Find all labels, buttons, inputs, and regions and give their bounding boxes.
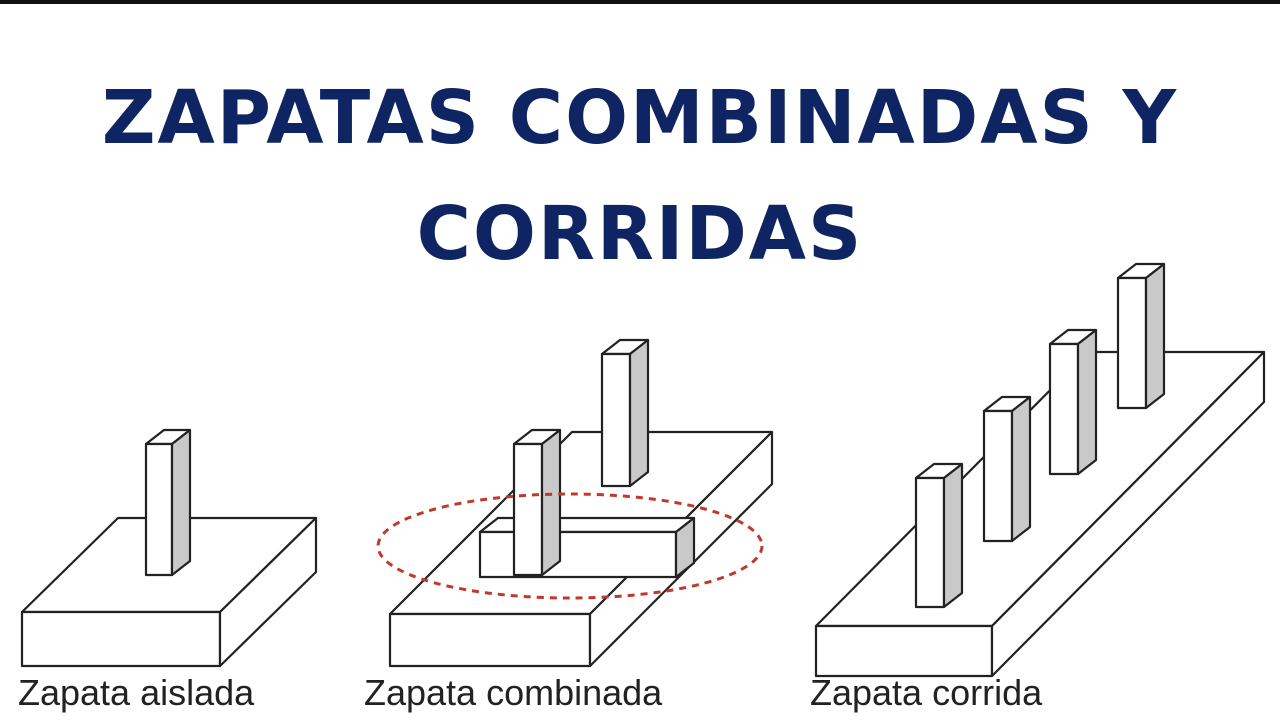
top-border xyxy=(0,0,1280,4)
combined-column-back xyxy=(600,338,650,488)
title-line-1: ZAPATAS COMBINADAS Y xyxy=(101,75,1179,161)
combined-footing xyxy=(376,338,774,668)
isolated-footing xyxy=(20,428,318,668)
page-title: ZAPATAS COMBINADAS Y CORRIDAS xyxy=(0,60,1280,292)
isolated-column xyxy=(144,428,192,577)
strip-slab xyxy=(814,350,1266,678)
title-line-2: CORRIDAS xyxy=(416,191,864,277)
strip-column-3 xyxy=(1048,328,1098,476)
combined-connecting-beam xyxy=(478,516,696,579)
caption-combined: Zapata combinada xyxy=(364,672,663,713)
highlight-ellipse xyxy=(376,492,764,600)
strip-column-4 xyxy=(1116,262,1166,410)
strip-column-1 xyxy=(914,462,964,609)
strip-column-2 xyxy=(982,395,1032,543)
caption-isolated: Zapata aislada xyxy=(18,672,255,713)
strip-footing xyxy=(814,262,1266,678)
caption-strip: Zapata corrida xyxy=(810,672,1043,713)
combined-column-front xyxy=(512,428,562,577)
